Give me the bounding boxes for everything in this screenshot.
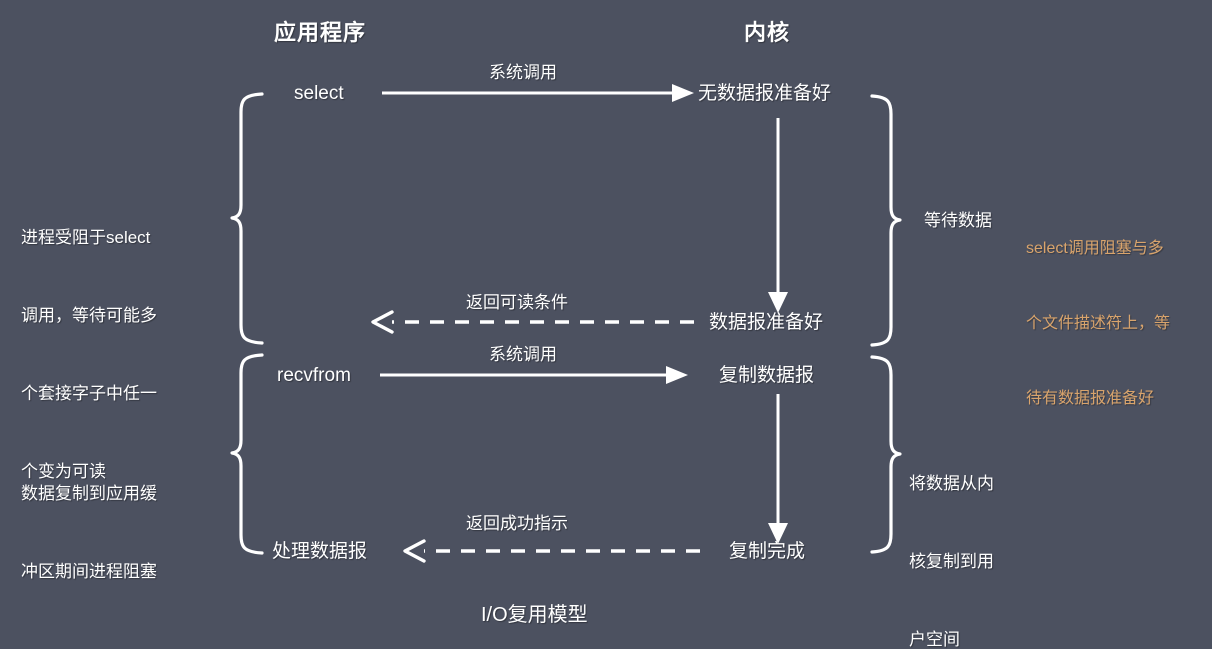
edge-return-readable — [371, 310, 694, 334]
note-line: 将数据从内 — [909, 474, 994, 493]
annotation-line: select调用阻塞与多 — [1026, 240, 1164, 257]
annotation-line: 个文件描述符上，等 — [1026, 315, 1171, 332]
diagram-caption: I/O复用模型 — [481, 604, 588, 626]
annotation-line: 待有数据报准备好 — [1026, 390, 1155, 407]
column-title-application: 应用程序 — [274, 20, 367, 45]
note-line: 数据复制到应用缓 — [21, 484, 157, 503]
brace-label-copy-kernel-to-user: 将数据从内 核复制到用 户空间 — [909, 419, 994, 649]
brace-wait-for-data — [870, 94, 902, 347]
node-copy-complete: 复制完成 — [729, 541, 806, 562]
node-copy-datagram: 复制数据报 — [719, 365, 815, 386]
node-datagram-ready: 数据报准备好 — [709, 312, 824, 333]
node-process-datagram: 处理数据报 — [272, 541, 368, 562]
brace-blocked-on-select — [230, 92, 264, 345]
brace-copy-kernel-to-user — [870, 355, 902, 554]
edge-return-success — [403, 539, 700, 563]
note-line: 调用，等待可能多 — [21, 306, 157, 325]
kernel-copy-arrow — [768, 394, 788, 544]
brace-label-wait-for-data: 等待数据 — [924, 211, 992, 230]
note-line: 个变为可读 — [21, 462, 106, 481]
edge-label-syscall-recvfrom: 系统调用 — [489, 345, 557, 364]
edge-label-syscall-select: 系统调用 — [489, 63, 557, 82]
edge-syscall-select — [382, 84, 694, 102]
node-select: select — [294, 83, 344, 104]
note-blocked-on-select: 进程受阻于select 调用，等待可能多 个套接字子中任一 个变为可读 — [21, 173, 157, 537]
column-title-kernel: 内核 — [744, 20, 791, 45]
edge-label-return-readable: 返回可读条件 — [466, 293, 568, 312]
brace-blocked-during-copy — [230, 353, 264, 555]
node-recvfrom: recvfrom — [277, 365, 351, 386]
node-no-datagram-ready: 无数据报准备好 — [698, 83, 832, 104]
edge-syscall-recvfrom — [380, 366, 688, 384]
note-line: 户空间 — [909, 630, 960, 649]
edge-label-return-success: 返回成功指示 — [466, 514, 568, 533]
kernel-wait-arrow — [768, 118, 788, 313]
annotation-select-blocking: select调用阻塞与多 个文件描述符上，等 待有数据报准备好 — [1026, 186, 1170, 461]
note-line: 进程受阻于select — [21, 228, 151, 247]
note-line: 核复制到用 — [909, 552, 994, 571]
note-blocked-during-copy: 数据复制到应用缓 冲区期间进程阻塞 — [21, 429, 157, 637]
note-line: 冲区期间进程阻塞 — [21, 562, 157, 581]
note-line: 个套接字子中任一 — [21, 384, 157, 403]
